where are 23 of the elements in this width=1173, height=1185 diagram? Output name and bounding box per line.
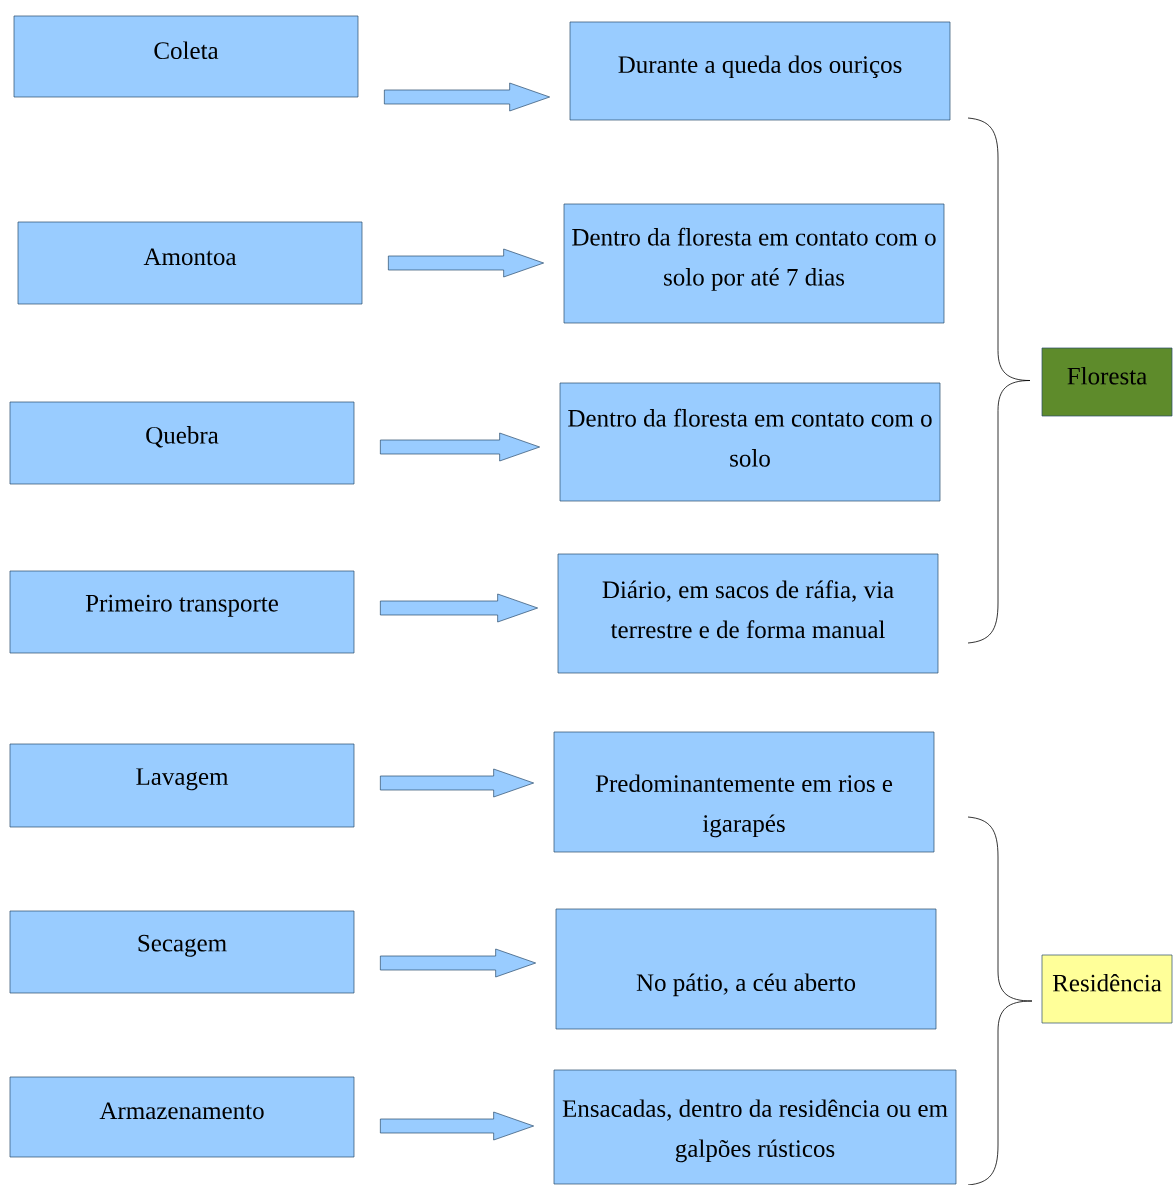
step-box: Armazenamento: [9, 1076, 355, 1158]
block-arrow: [380, 768, 534, 798]
description-box: Ensacadas, dentro da residência ou em galpões rústicos: [553, 1069, 957, 1185]
block-arrow: [380, 432, 540, 462]
block-arrow: [380, 948, 536, 978]
description-box: Predominantemente em rios e igarapés: [553, 731, 935, 853]
step-box: Amontoa: [17, 221, 363, 305]
description-box: No pátio, a céu aberto: [555, 908, 937, 1030]
description-box: Durante a queda dos ouriços: [569, 21, 951, 121]
block-arrow: [388, 248, 544, 278]
description-box: Diário, em sacos de ráfia, via terrestre e de forma manual: [557, 553, 939, 674]
location-box: Floresta: [1041, 347, 1173, 417]
step-box: Primeiro transporte: [9, 570, 355, 654]
location-box: Residência: [1041, 954, 1173, 1024]
block-arrow: [380, 1111, 534, 1141]
step-box: Lavagem: [9, 743, 355, 828]
step-box: Coleta: [13, 15, 359, 98]
block-arrow: [380, 593, 538, 623]
step-box: Secagem: [9, 910, 355, 994]
description-box: Dentro da floresta em contato com o solo: [559, 382, 941, 502]
description-box: Dentro da floresta em contato com o solo por até 7 dias: [563, 203, 945, 324]
step-box: Quebra: [9, 401, 355, 485]
block-arrow: [384, 82, 550, 112]
